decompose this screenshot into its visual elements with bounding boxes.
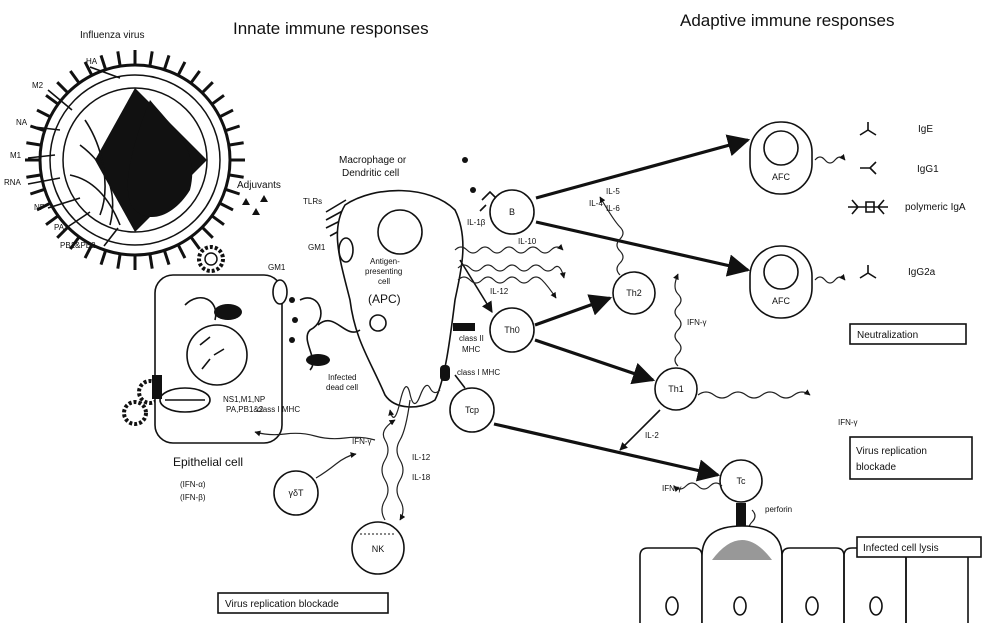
perforin-label: perforin <box>765 505 792 514</box>
class1-label: class I MHC <box>457 368 500 377</box>
virus-part-ha: HA <box>86 57 98 66</box>
svg-text:Th2: Th2 <box>626 288 642 298</box>
gdt-cell: γδT <box>274 471 318 515</box>
ige-label: IgE <box>918 124 933 135</box>
ifng-out-label: IFN-γ <box>838 418 858 427</box>
svg-text:blockade: blockade <box>856 462 896 473</box>
secretion-wave-1 <box>815 157 845 163</box>
svg-text:γδT: γδT <box>288 488 304 498</box>
class2-label: class II <box>459 334 484 343</box>
epithelial-label: Epithelial cell <box>173 455 243 469</box>
svg-text:Tc: Tc <box>737 476 747 486</box>
b-cell: B <box>490 190 534 234</box>
mhc-class1-epi: class I MHC <box>257 405 300 414</box>
svg-text:AFC: AFC <box>772 296 791 306</box>
secretion-wave-2 <box>815 277 845 283</box>
influenza-virus: Influenza virus HA M2 NA M1 RNA NP PA PB… <box>4 30 245 270</box>
ifn-beta: (IFN-β) <box>180 493 206 502</box>
afc-cell-1: AFC <box>750 122 812 194</box>
svg-text:Th1: Th1 <box>668 384 684 394</box>
polymeric-iga-label: polymeric IgA <box>905 202 966 213</box>
adjuvants-label: Adjuvants <box>237 180 281 191</box>
outcome-cell-lysis: Infected cell lysis <box>857 537 981 557</box>
main-arrows <box>455 140 748 475</box>
svg-text:NK: NK <box>372 544 385 554</box>
virus-part-np: NP <box>34 203 45 212</box>
svg-text:Th0: Th0 <box>504 325 520 335</box>
il18-label: IL-18 <box>412 473 431 482</box>
viral-proteins-1: NS1,M1,NP <box>223 395 265 404</box>
il2-label: IL-2 <box>645 431 659 440</box>
th2-cell: Th2 <box>613 272 655 314</box>
il5-label: IL-5 <box>606 187 620 196</box>
mhc-label: MHC <box>462 345 480 354</box>
virus-part-rna: RNA <box>4 178 22 187</box>
apc-abbr: (APC) <box>368 292 401 306</box>
virus-part-pb: PB1&PB2 <box>60 241 96 250</box>
virus-part-m2: M2 <box>32 81 44 90</box>
innate-header: Innate immune responses <box>233 19 429 38</box>
infected-dead-1: Infected <box>328 373 356 382</box>
il12-nk-label: IL-12 <box>412 453 431 462</box>
svg-text:B: B <box>509 207 515 217</box>
virus-part-m1: M1 <box>10 151 22 160</box>
svg-text:Neutralization: Neutralization <box>857 330 918 341</box>
ifn-alpha: (IFN-α) <box>180 480 206 489</box>
apc-line3: cell <box>378 277 390 286</box>
apc-line1: Antigen- <box>370 257 400 266</box>
macrophage-label-1: Macrophage or <box>339 155 407 166</box>
tlrs-label: TLRs <box>303 197 322 206</box>
gm1-epithelial: GM1 <box>268 263 286 272</box>
ifng-center-label: IFN-γ <box>352 437 372 446</box>
th0-cell: Th0 <box>490 308 534 352</box>
igg1-label: IgG1 <box>917 164 939 175</box>
gm1-apc: GM1 <box>308 243 326 252</box>
tc-cell: Tc <box>720 460 762 529</box>
outcome-neutralization: Neutralization <box>850 324 966 344</box>
virus-part-na: NA <box>16 118 28 127</box>
antibodies: IgE IgG1 polymeric IgA IgG2a <box>848 122 966 278</box>
il6-label: IL-6 <box>606 204 620 213</box>
infected-dead-2: dead cell <box>326 383 358 392</box>
virus-part-pa: PA <box>54 223 65 232</box>
svg-text:Tcp: Tcp <box>465 405 479 415</box>
epithelial-cell: GM1 NS1,M1,NP PA,PB1&2 class I MHC Epith… <box>152 263 300 502</box>
svg-text:Virus replication: Virus replication <box>856 446 927 457</box>
th1-cell: Th1 <box>655 368 697 410</box>
il10-label: IL-10 <box>518 237 537 246</box>
tcp-cell: Tcp <box>450 388 494 432</box>
svg-text:Infected cell lysis: Infected cell lysis <box>863 543 939 554</box>
svg-text:AFC: AFC <box>772 172 791 182</box>
outcome-innate-blockade: Virus replication blockade <box>218 593 388 613</box>
igg2a-label: IgG2a <box>908 267 936 278</box>
il4-label: IL-4 <box>589 199 603 208</box>
il1b-label: IL-1β <box>467 218 486 227</box>
apc-line2: presenting <box>365 267 402 276</box>
nk-cell: NK <box>352 522 404 574</box>
macrophage-label-2: Dendritic cell <box>342 168 399 179</box>
ifng-th1-label: IFN-γ <box>687 318 707 327</box>
il12-apc-label: IL-12 <box>490 287 509 296</box>
outcome-virus-replication: Virus replication blockade <box>850 437 972 479</box>
afc-cell-2: AFC <box>750 246 812 318</box>
adaptive-header: Adaptive immune responses <box>680 11 895 30</box>
ifng-tc-label: IFN-γ <box>662 484 682 493</box>
virus-title: Influenza virus <box>80 30 144 41</box>
svg-text:Virus replication blockade: Virus replication blockade <box>225 599 339 610</box>
